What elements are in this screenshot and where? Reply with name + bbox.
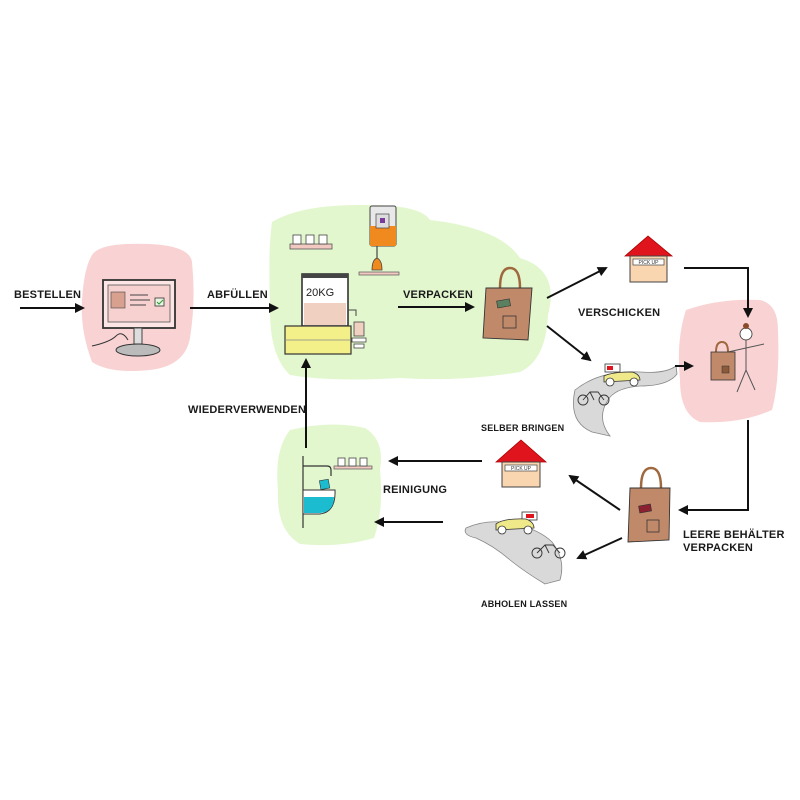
shopping-bag-icon — [482, 266, 533, 341]
label-reinigung: REINIGUNG — [383, 484, 448, 496]
label-wiederverwenden: WIEDERVERWENDEN — [188, 404, 307, 416]
pickup-road — [464, 521, 563, 585]
computer-monitor-icon — [91, 279, 176, 357]
arrows — [20, 267, 753, 560]
delivery-scooter-icon — [603, 363, 641, 387]
pickup-house-icon: PICK UP — [623, 235, 674, 283]
delivery-scooter-icon-2 — [495, 511, 538, 535]
arrow-to-house — [546, 267, 608, 299]
clean-jars-shelf-icon — [333, 457, 373, 470]
return-bag-icon — [627, 466, 671, 543]
arrow-return-to-road — [576, 537, 623, 560]
customer-figure-icon — [727, 323, 765, 393]
arrow-return-to-house — [568, 474, 621, 511]
delivery-road — [573, 365, 678, 437]
svg-text:PICK UP: PICK UP — [638, 260, 659, 266]
arrow-house-to-customer — [684, 267, 753, 318]
label-verschicken: VERSCHICKEN — [578, 307, 661, 319]
arrow-customer-to-return — [678, 420, 749, 515]
oil-dispenser-icon — [358, 205, 400, 276]
svg-text:PICK UP: PICK UP — [511, 466, 532, 472]
bulk-bin-scale-icon: 20KG — [284, 273, 367, 355]
label-selber-bringen: SELBER BRINGEN — [481, 423, 565, 433]
label-bestellen: BESTELLEN — [14, 289, 82, 301]
scale-weight-text: 20KG — [306, 287, 334, 299]
tandem-bicycle-icon-2 — [531, 544, 566, 559]
label-abfuellen: ABFÜLLEN — [207, 289, 268, 301]
shelf-jars-icon — [289, 234, 333, 250]
arrow-to-road — [546, 325, 592, 362]
customer-bag-icon — [710, 340, 736, 381]
tandem-bicycle-icon — [577, 391, 610, 406]
label-abholen-lassen: ABHOLEN LASSEN — [481, 599, 568, 609]
label-verpacken: VERPACKEN — [403, 289, 474, 301]
pickup-house-icon-2: PICK UP — [494, 439, 548, 488]
label-leere-behaelter: LEERE BEHÄLTER VERPACKEN — [683, 529, 785, 554]
sink-icon — [302, 456, 336, 528]
